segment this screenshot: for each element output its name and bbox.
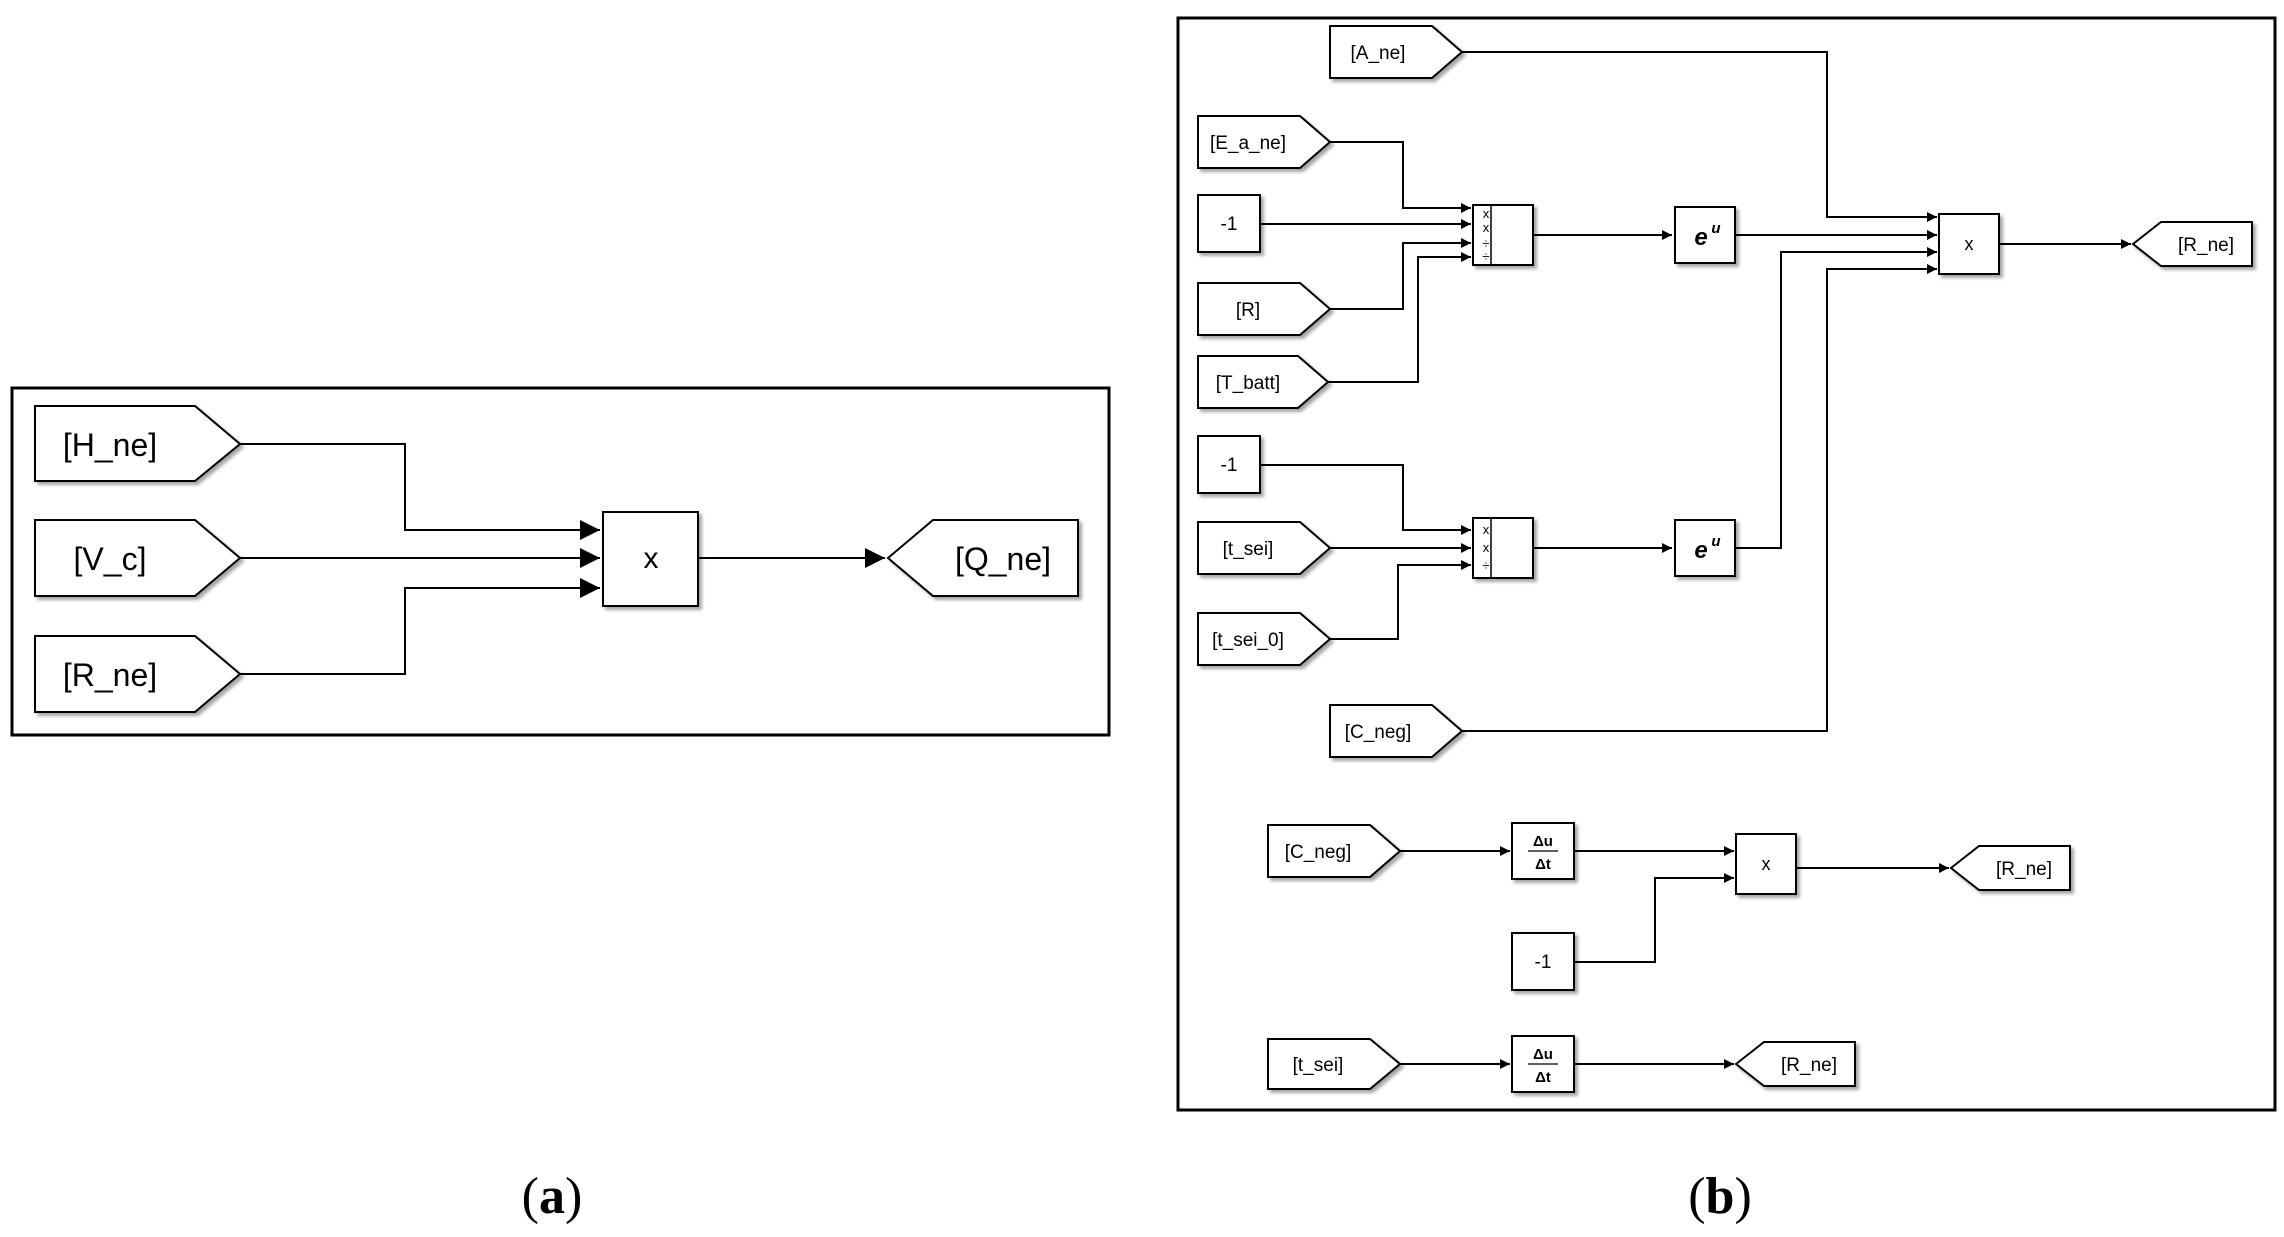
derivative-1-den: Δt bbox=[1535, 856, 1551, 873]
derivative-block-1[interactable]: Δu Δt bbox=[1511, 822, 1575, 880]
from-block-a-ne[interactable]: [A_ne] bbox=[1329, 25, 1464, 79]
derivative-1-num: Δu bbox=[1533, 833, 1553, 850]
from-block-t-sei-0[interactable]: [t_sei_0] bbox=[1197, 612, 1332, 666]
wire-h-ne bbox=[240, 443, 600, 540]
caption-a: (a) bbox=[522, 1168, 583, 1225]
product-2-sign-1: x bbox=[1483, 522, 1490, 537]
goto-r-ne-mid-label: [R_ne] bbox=[1996, 859, 2052, 880]
from-block-c-neg[interactable]: [C_neg] bbox=[1329, 704, 1464, 758]
wire-neg1-bottom bbox=[1574, 873, 1734, 963]
caption-b: (b) bbox=[1688, 1168, 1752, 1225]
derivative-2-den: Δt bbox=[1535, 1069, 1551, 1086]
product-block-a[interactable]: x bbox=[602, 511, 699, 607]
main-product-block[interactable]: x bbox=[1938, 213, 2000, 275]
from-block-t-sei-2[interactable]: [t_sei] bbox=[1267, 1038, 1402, 1090]
wire-r-ne bbox=[240, 578, 600, 675]
from-block-t-sei-0-label: [t_sei_0] bbox=[1212, 630, 1284, 651]
from-block-r-ne-label: [R_ne] bbox=[63, 657, 157, 693]
derivative-block-2[interactable]: Δu Δt bbox=[1511, 1035, 1575, 1093]
exp-block-1[interactable]: e u bbox=[1674, 206, 1736, 264]
from-block-r-label: [R] bbox=[1236, 300, 1260, 321]
goto-block-q-ne[interactable]: [Q_ne] bbox=[886, 519, 1079, 597]
panel-a-frame bbox=[10, 386, 1111, 737]
product-2-sign-2: x bbox=[1483, 540, 1490, 555]
from-block-a-ne-label: [A_ne] bbox=[1351, 43, 1406, 64]
caption-b-letter: b bbox=[1706, 1168, 1735, 1225]
from-block-t-batt-label: [T_batt] bbox=[1216, 373, 1280, 394]
constant-neg1-bottom[interactable]: -1 bbox=[1511, 932, 1575, 991]
caption-a-letter: a bbox=[539, 1168, 565, 1225]
product-1-sign-2: x bbox=[1483, 220, 1490, 235]
constant-neg1-top-label: -1 bbox=[1221, 214, 1238, 235]
from-block-e-a-ne[interactable]: [E_a_ne] bbox=[1197, 115, 1332, 169]
derivative-2-num: Δu bbox=[1533, 1046, 1553, 1063]
from-block-e-a-ne-label: [E_a_ne] bbox=[1210, 133, 1286, 154]
exp-1-power: u bbox=[1711, 220, 1720, 237]
product-block-3[interactable]: x bbox=[1735, 833, 1797, 895]
constant-neg1-mid-label: -1 bbox=[1221, 455, 1238, 476]
constant-neg1-bottom-label: -1 bbox=[1535, 952, 1552, 973]
panel-b-frame bbox=[1176, 16, 2277, 1112]
from-block-t-batt[interactable]: [T_batt] bbox=[1197, 355, 1330, 409]
product-3-label: x bbox=[1762, 854, 1771, 874]
from-block-v-c-label: [V_c] bbox=[74, 541, 147, 577]
wire-t-batt bbox=[1328, 252, 1471, 383]
goto-r-ne-bottom-label: [R_ne] bbox=[1781, 1055, 1837, 1076]
wire-exp2-main bbox=[1735, 247, 1937, 549]
from-block-c-neg-label: [C_neg] bbox=[1345, 722, 1412, 743]
exp-1-base: e bbox=[1694, 224, 1707, 251]
goto-block-q-ne-label: [Q_ne] bbox=[955, 541, 1051, 577]
product-block-1[interactable]: x x ÷ ÷ bbox=[1472, 204, 1534, 266]
wire-a-ne bbox=[1462, 51, 1937, 222]
from-block-c-neg-2-label: [C_neg] bbox=[1285, 842, 1352, 863]
wire-e-a-ne bbox=[1330, 141, 1471, 213]
goto-block-r-ne-mid[interactable]: [R_ne] bbox=[1949, 845, 2071, 891]
wire-neg1-mid bbox=[1260, 464, 1471, 535]
main-product-label: x bbox=[1965, 234, 1974, 254]
product-block-a-label: x bbox=[644, 542, 659, 575]
from-block-t-sei-2-label: [t_sei] bbox=[1293, 1055, 1344, 1076]
product-1-sign-4: ÷ bbox=[1482, 249, 1489, 264]
product-1-sign-3: ÷ bbox=[1482, 236, 1489, 251]
panel-b: [A_ne] [E_a_ne] -1 [R] [T_batt] -1 bbox=[1176, 16, 2277, 1225]
product-block-2[interactable]: x x ÷ bbox=[1472, 517, 1534, 579]
from-block-t-sei-label: [t_sei] bbox=[1223, 539, 1274, 560]
from-block-r-ne[interactable]: [R_ne] bbox=[34, 635, 242, 713]
goto-r-ne-top-label: [R_ne] bbox=[2178, 235, 2234, 256]
from-block-h-ne-label: [H_ne] bbox=[63, 427, 157, 463]
from-block-v-c[interactable]: [V_c] bbox=[34, 519, 242, 597]
from-block-t-sei[interactable]: [t_sei] bbox=[1197, 521, 1332, 575]
constant-neg1-top[interactable]: -1 bbox=[1197, 194, 1261, 253]
from-block-c-neg-2[interactable]: [C_neg] bbox=[1267, 824, 1402, 878]
goto-block-r-ne-top[interactable]: [R_ne] bbox=[2131, 221, 2253, 267]
product-1-sign-1: x bbox=[1483, 206, 1490, 221]
exp-2-base: e bbox=[1694, 537, 1707, 564]
panel-a: [H_ne] [V_c] [R_ne] x [Q_ne] (a) bbox=[10, 386, 1111, 1225]
wire-t-sei-0 bbox=[1330, 560, 1471, 640]
exp-block-2[interactable]: e u bbox=[1674, 519, 1736, 577]
wire-r bbox=[1330, 238, 1471, 310]
from-block-r[interactable]: [R] bbox=[1197, 282, 1332, 336]
goto-block-r-ne-bottom[interactable]: [R_ne] bbox=[1734, 1041, 1856, 1087]
wire-c-neg bbox=[1462, 264, 1937, 732]
from-block-h-ne[interactable]: [H_ne] bbox=[34, 405, 242, 482]
exp-2-power: u bbox=[1711, 533, 1720, 550]
product-2-sign-3: ÷ bbox=[1482, 558, 1489, 573]
constant-neg1-mid[interactable]: -1 bbox=[1197, 435, 1261, 494]
